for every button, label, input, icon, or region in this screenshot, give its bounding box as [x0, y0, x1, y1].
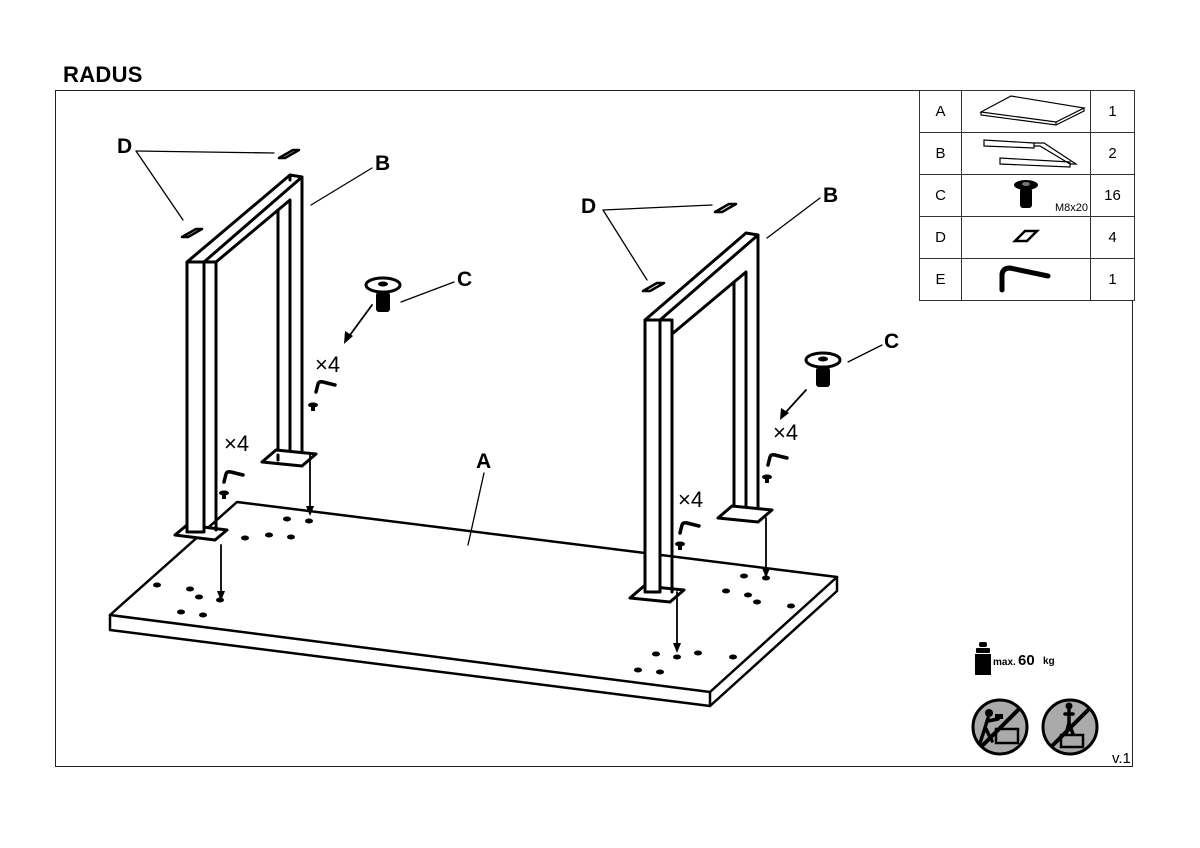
weight-icon — [975, 642, 991, 675]
arrow-down-icon — [220, 304, 807, 646]
part-image: M8x20 — [961, 174, 1091, 217]
max-load-warning: max. 60 kg — [973, 642, 1055, 681]
label-b-left: B — [375, 152, 390, 175]
part-qty: 1 — [1090, 90, 1135, 133]
parts-row: A 1 — [919, 90, 1135, 133]
part-image — [961, 258, 1091, 301]
label-c-right: C — [884, 330, 899, 353]
pad-icon — [180, 148, 738, 293]
leader-lines — [135, 150, 883, 546]
version-label: v.1 — [1112, 750, 1131, 767]
part-id: B — [919, 132, 962, 175]
part-qty: 1 — [1090, 258, 1135, 301]
part-qty: 16 — [1090, 174, 1135, 217]
multiplier-label: ×4 — [773, 420, 798, 445]
no-standing-icon — [1041, 698, 1099, 756]
part-id: E — [919, 258, 962, 301]
tabletop-icon — [979, 94, 1086, 126]
no-climbing-icon — [971, 698, 1029, 756]
label-d-right: D — [581, 195, 596, 218]
parts-row: E 1 — [919, 258, 1135, 301]
instruction-frame — [55, 90, 1133, 767]
multiplier-label: ×4 — [315, 352, 340, 377]
parts-row: D 4 — [919, 216, 1135, 259]
label-b-right: B — [823, 184, 838, 207]
part-image — [961, 90, 1091, 133]
label-c-left: C — [457, 268, 472, 291]
allen-key-icon — [222, 380, 789, 535]
document-title: RADUS — [63, 62, 143, 87]
part-spec: M8x20 — [1054, 202, 1088, 214]
bolt-icon — [1014, 179, 1038, 208]
parts-table: A 1 B 2 C M8x20 — [919, 90, 1135, 301]
multiplier-label: ×4 — [678, 487, 703, 512]
part-qty: 2 — [1090, 132, 1135, 175]
leg-frame-icon — [983, 138, 1079, 168]
parts-row: C M8x20 16 — [919, 174, 1135, 217]
label-a: A — [476, 450, 491, 473]
part-qty: 4 — [1090, 216, 1135, 259]
max-value: 60 — [1018, 652, 1035, 669]
part-image — [961, 216, 1091, 259]
bolt-icon — [219, 276, 842, 550]
max-label: max. — [993, 657, 1016, 668]
multiplier-label: ×4 — [224, 431, 249, 456]
pad-icon — [1011, 229, 1041, 242]
part-image — [961, 132, 1091, 175]
leg-frame-right — [628, 231, 774, 604]
allen-key-icon — [999, 264, 1051, 292]
tabletop-panel — [108, 500, 839, 708]
leg-frame-left — [173, 173, 318, 542]
parts-row: B 2 — [919, 132, 1135, 175]
label-d-left: D — [117, 135, 132, 158]
mounting-holes — [153, 516, 795, 675]
part-id: D — [919, 216, 962, 259]
part-id: C — [919, 174, 962, 217]
part-id: A — [919, 90, 962, 133]
max-unit: kg — [1043, 656, 1055, 667]
